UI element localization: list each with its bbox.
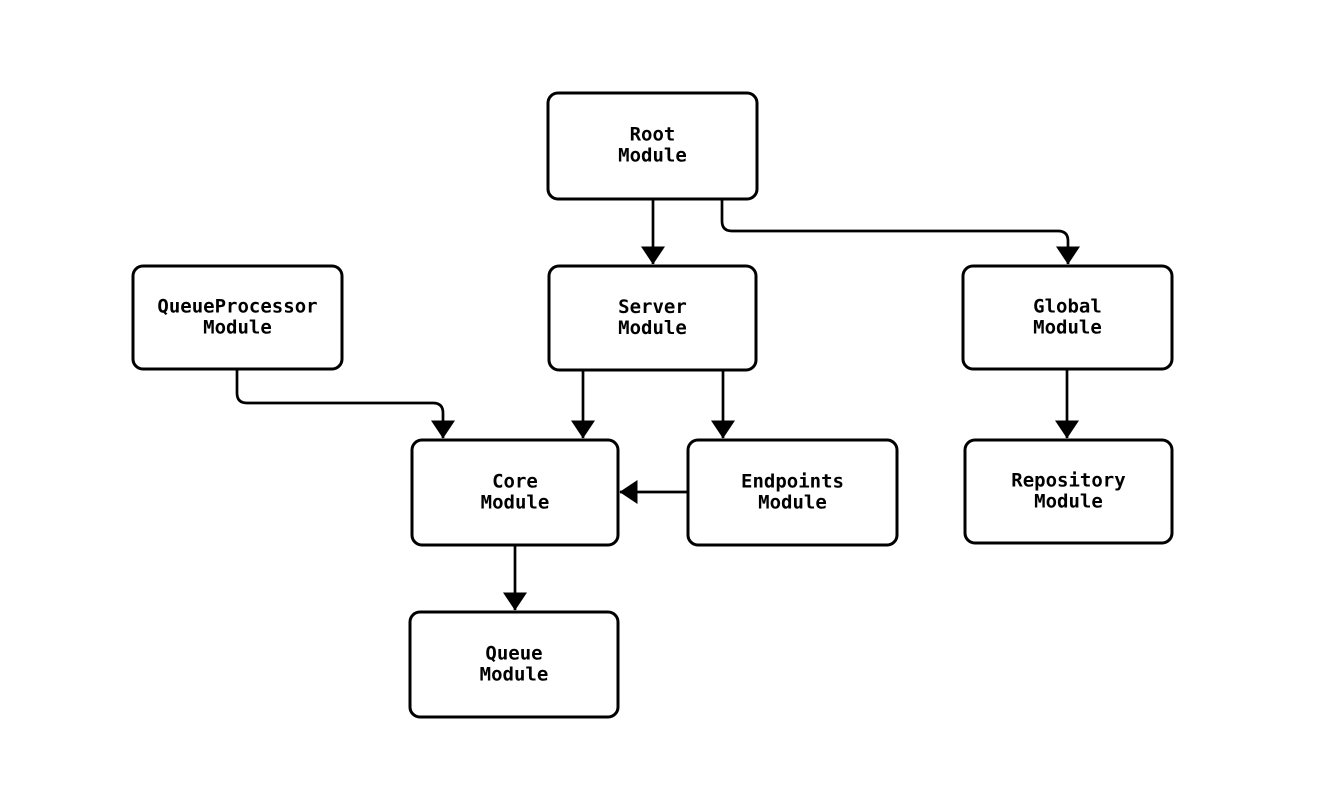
node-global-label-line2: Module bbox=[1033, 317, 1102, 339]
nodes-layer: Root Module QueueProcessor Module Server… bbox=[131, 91, 1174, 719]
node-endpoints-label-line2: Module bbox=[758, 492, 827, 514]
node-queueprocessor-label-line1: QueueProcessor bbox=[157, 296, 317, 318]
node-root-box bbox=[546, 91, 759, 201]
node-global-label-line1: Global bbox=[1033, 296, 1102, 318]
node-core-box bbox=[410, 438, 620, 547]
node-queue-label-line1: Queue bbox=[485, 643, 542, 665]
node-repository-module: Repository Module bbox=[963, 438, 1174, 545]
node-queueprocessor-label-line2: Module bbox=[203, 317, 272, 339]
node-repository-label-line1: Repository bbox=[1011, 470, 1125, 492]
node-repository-label-line2: Module bbox=[1034, 491, 1103, 513]
edge-root-to-global bbox=[720, 199, 1080, 265]
node-root-module: Root Module bbox=[546, 91, 759, 201]
node-core-label-line1: Core bbox=[492, 471, 538, 493]
node-root-label-line2: Module bbox=[618, 145, 687, 167]
node-queue-label-line2: Module bbox=[480, 664, 549, 686]
node-queue-module: Queue Module bbox=[408, 610, 620, 719]
node-endpoints-module: Endpoints Module bbox=[686, 438, 899, 547]
node-core-label-line2: Module bbox=[481, 492, 550, 514]
node-global-box bbox=[961, 264, 1174, 371]
node-server-box bbox=[547, 264, 758, 372]
node-server-module: Server Module bbox=[547, 264, 758, 372]
edge-queueprocessor-to-core bbox=[235, 369, 455, 439]
node-endpoints-label-line1: Endpoints bbox=[741, 471, 844, 493]
node-repository-box bbox=[963, 438, 1174, 545]
edges-layer bbox=[235, 199, 1080, 611]
node-global-module: Global Module bbox=[961, 264, 1174, 371]
node-queueprocessor-box bbox=[131, 264, 344, 371]
node-core-module: Core Module bbox=[410, 438, 620, 547]
node-server-label-line1: Server bbox=[618, 296, 687, 318]
node-root-label-line1: Root bbox=[630, 124, 676, 146]
node-server-label-line2: Module bbox=[618, 317, 687, 339]
node-endpoints-box bbox=[686, 438, 899, 547]
node-queue-box bbox=[408, 610, 620, 719]
node-queueprocessor-module: QueueProcessor Module bbox=[131, 264, 344, 371]
